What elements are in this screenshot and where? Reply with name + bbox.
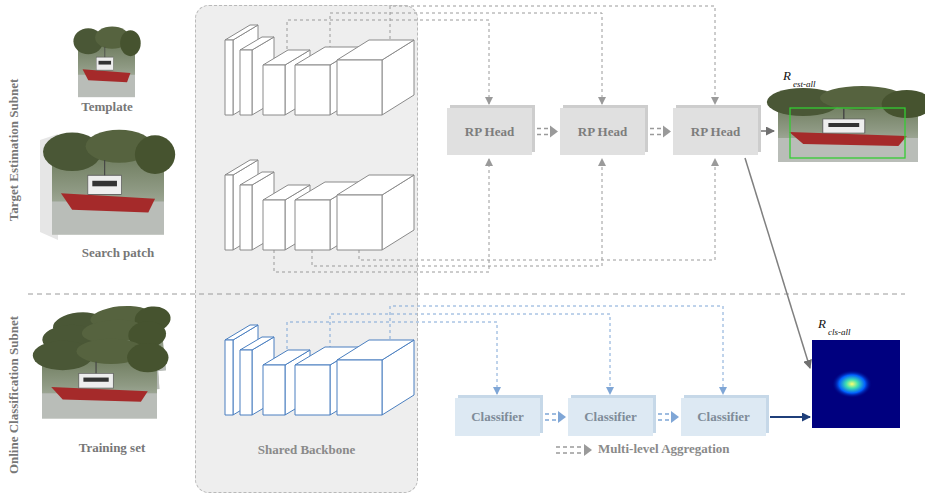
rp-head: RP Head — [560, 108, 645, 155]
backbone-stack — [225, 25, 414, 115]
box-label: RP Head — [465, 124, 514, 140]
output-arrow — [770, 416, 810, 418]
rp-head: RP Head — [447, 108, 532, 155]
input-label: Training set — [79, 440, 146, 456]
result-symbol: R — [783, 68, 791, 84]
rp-head: RP Head — [673, 108, 758, 155]
output-arrow — [761, 130, 774, 132]
template-image — [73, 26, 140, 97]
input-label: Search patch — [82, 245, 154, 261]
aggregation-arrow — [658, 411, 679, 423]
result-box — [790, 108, 905, 158]
box-label: RP Head — [691, 124, 740, 140]
search-image — [43, 130, 175, 235]
backbone-ground — [195, 5, 418, 493]
result-image — [767, 86, 925, 162]
response-map — [812, 340, 900, 428]
legend-text: Multi-level Aggregation — [598, 441, 730, 457]
subnet-title: Target Estimation Subnet — [6, 79, 22, 222]
legend-sample — [556, 444, 592, 456]
box-label: Classifier — [697, 409, 750, 425]
box-label: RP Head — [578, 124, 627, 140]
aggregation-arrow — [545, 411, 566, 423]
classifier-box: Classifier — [455, 398, 540, 436]
subnet-title: Online Classification Subnet — [6, 316, 22, 474]
result-subscript: est-all — [793, 79, 816, 89]
classifier-box: Classifier — [568, 398, 653, 436]
aggregation-arrow — [650, 126, 671, 138]
backbone-stack — [225, 160, 414, 250]
result-symbol: R — [818, 316, 826, 332]
separator — [28, 294, 905, 295]
result-subscript: cls-all — [828, 327, 851, 337]
aggregation-arrow — [537, 126, 558, 138]
input-label: Template — [81, 99, 133, 115]
backbone-region: Shared Backbone — [195, 5, 418, 493]
response-peak — [832, 370, 872, 398]
box-label: Shared Backbone — [196, 442, 417, 458]
backbone-stack — [225, 325, 414, 415]
box-label: Classifier — [471, 409, 524, 425]
output-arrow — [745, 158, 810, 368]
training-image — [33, 339, 169, 419]
box-label: Classifier — [584, 409, 637, 425]
classifier-box: Classifier — [681, 398, 766, 436]
